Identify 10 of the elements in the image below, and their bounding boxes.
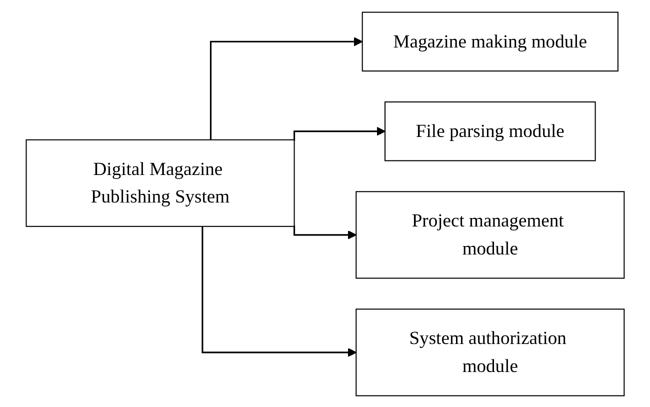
node-box [26,138,295,226]
node-box [355,308,624,396]
node-box [355,190,624,278]
flowchart-diagram: Digital Magazine Publishing System Magazine making module File parsing module Project management module System authorization module [18,4,632,404]
node-box [384,100,596,161]
node-box [362,11,618,72]
arrow [201,226,356,356]
arrow [293,224,356,239]
arrow [293,126,386,141]
arrow [210,36,363,140]
